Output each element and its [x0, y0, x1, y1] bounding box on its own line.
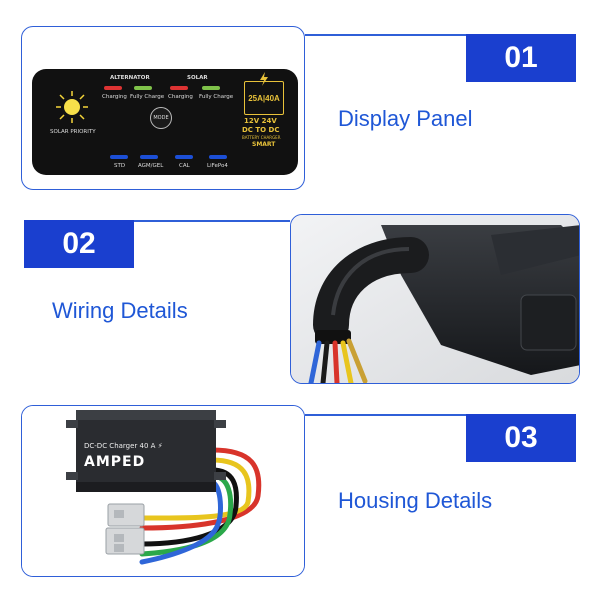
display-panel-card: SOLAR PRIORITY ALTERNATOR SOLAR Charging… — [21, 26, 305, 190]
alternator-full-led — [134, 86, 152, 90]
solar-charging-led — [170, 86, 188, 90]
agm-led — [140, 155, 158, 159]
alternator-charging-led — [104, 86, 122, 90]
bolt-icon — [260, 72, 268, 86]
voltage-text: 12V 24V — [244, 117, 277, 125]
wiring-image-card — [290, 214, 580, 384]
solar-charging-text: Charging — [168, 94, 193, 100]
cal-led — [175, 155, 193, 159]
wiring-photo — [291, 215, 579, 383]
section-number-02: 02 — [24, 220, 134, 268]
housing-image-card: DC-DC Charger 40 A ⚡ AMPED — [21, 405, 305, 577]
cal-label: CAL — [179, 163, 190, 169]
section-label-housing-details: Housing Details — [338, 488, 493, 513]
lifepo4-led — [209, 155, 227, 159]
charger-display-panel: SOLAR PRIORITY ALTERNATOR SOLAR Charging… — [32, 69, 298, 175]
mode-button[interactable]: MODE — [150, 107, 172, 129]
housing-model-text: DC-DC Charger 40 A ⚡ — [84, 442, 163, 450]
solar-full-led — [202, 86, 220, 90]
section-label-display-panel: Display Panel — [338, 106, 473, 131]
section-number-03: 03 — [466, 414, 576, 462]
housing-bolt-icon: ⚡ — [157, 442, 163, 450]
lifepo4-label: LiFePo4 — [207, 163, 228, 169]
mode-label: MODE — [153, 115, 169, 121]
alt-fully-text: Fully Charge — [130, 94, 165, 100]
solar-label: SOLAR — [187, 75, 208, 81]
std-label: STD — [114, 163, 126, 169]
rating-text: 25A|40A — [248, 94, 280, 103]
housing-photo — [22, 406, 304, 576]
std-led — [110, 155, 128, 159]
divider-line-1 — [305, 34, 505, 36]
divider-line-2 — [134, 220, 290, 222]
alt-charging-text: Charging — [102, 94, 127, 100]
solar-priority-label: SOLAR PRIORITY — [50, 129, 96, 135]
dc-to-dc-text: DC TO DC — [242, 126, 280, 134]
rating-box: 25A|40A — [244, 72, 284, 115]
section-number-01: 01 — [466, 34, 576, 82]
alternator-label: ALTERNATOR — [110, 75, 150, 81]
divider-line-3 — [305, 414, 505, 416]
housing-model-label: DC-DC Charger 40 A — [84, 442, 156, 450]
battery-charger-text: BATTERY CHARGER — [242, 135, 281, 140]
smart-text: SMART — [252, 141, 276, 148]
solar-priority-icon — [56, 91, 88, 123]
solar-fully-text: Fully Charge — [199, 94, 234, 100]
housing-brand-logo: AMPED — [84, 454, 146, 470]
section-label-wiring-details: Wiring Details — [52, 298, 188, 323]
agm-label: AGM/GEL — [138, 163, 164, 169]
